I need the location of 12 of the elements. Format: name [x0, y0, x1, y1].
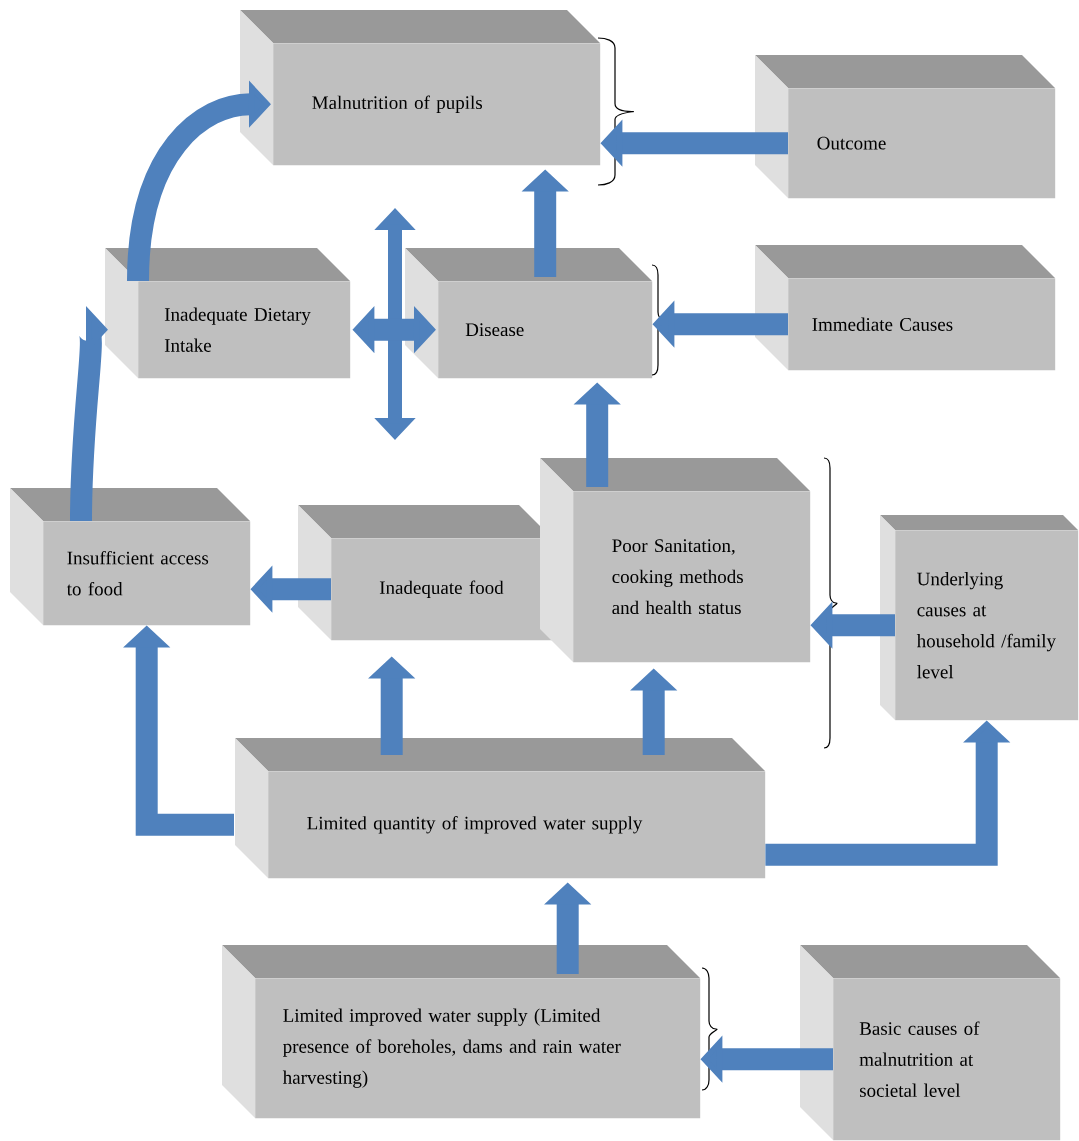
box-3d: Limited quantity of improved water supply	[235, 738, 766, 879]
box-3d: Malnutrition of pupils	[240, 10, 601, 166]
box-3d: Underlying causes at household /family level	[880, 515, 1079, 721]
box-3d: Poor Sanitation, cooking methods and health status	[540, 458, 811, 663]
box-3d: Outcome	[755, 55, 1056, 199]
box-3d: Inadequate Dietary Intake	[105, 248, 351, 379]
box-3d: Immediate Causes	[755, 245, 1056, 371]
box-3d: Disease	[405, 248, 653, 379]
box-3d: Inadequate food	[298, 505, 553, 641]
box-3d: Insufficient access to food	[10, 488, 251, 626]
box-3d: Limited improved water supply (Limited presence of boreholes, dams and rain water harvesting)	[222, 945, 701, 1119]
box-3d: Basic causes of malnutrition at societal level	[800, 945, 1061, 1141]
